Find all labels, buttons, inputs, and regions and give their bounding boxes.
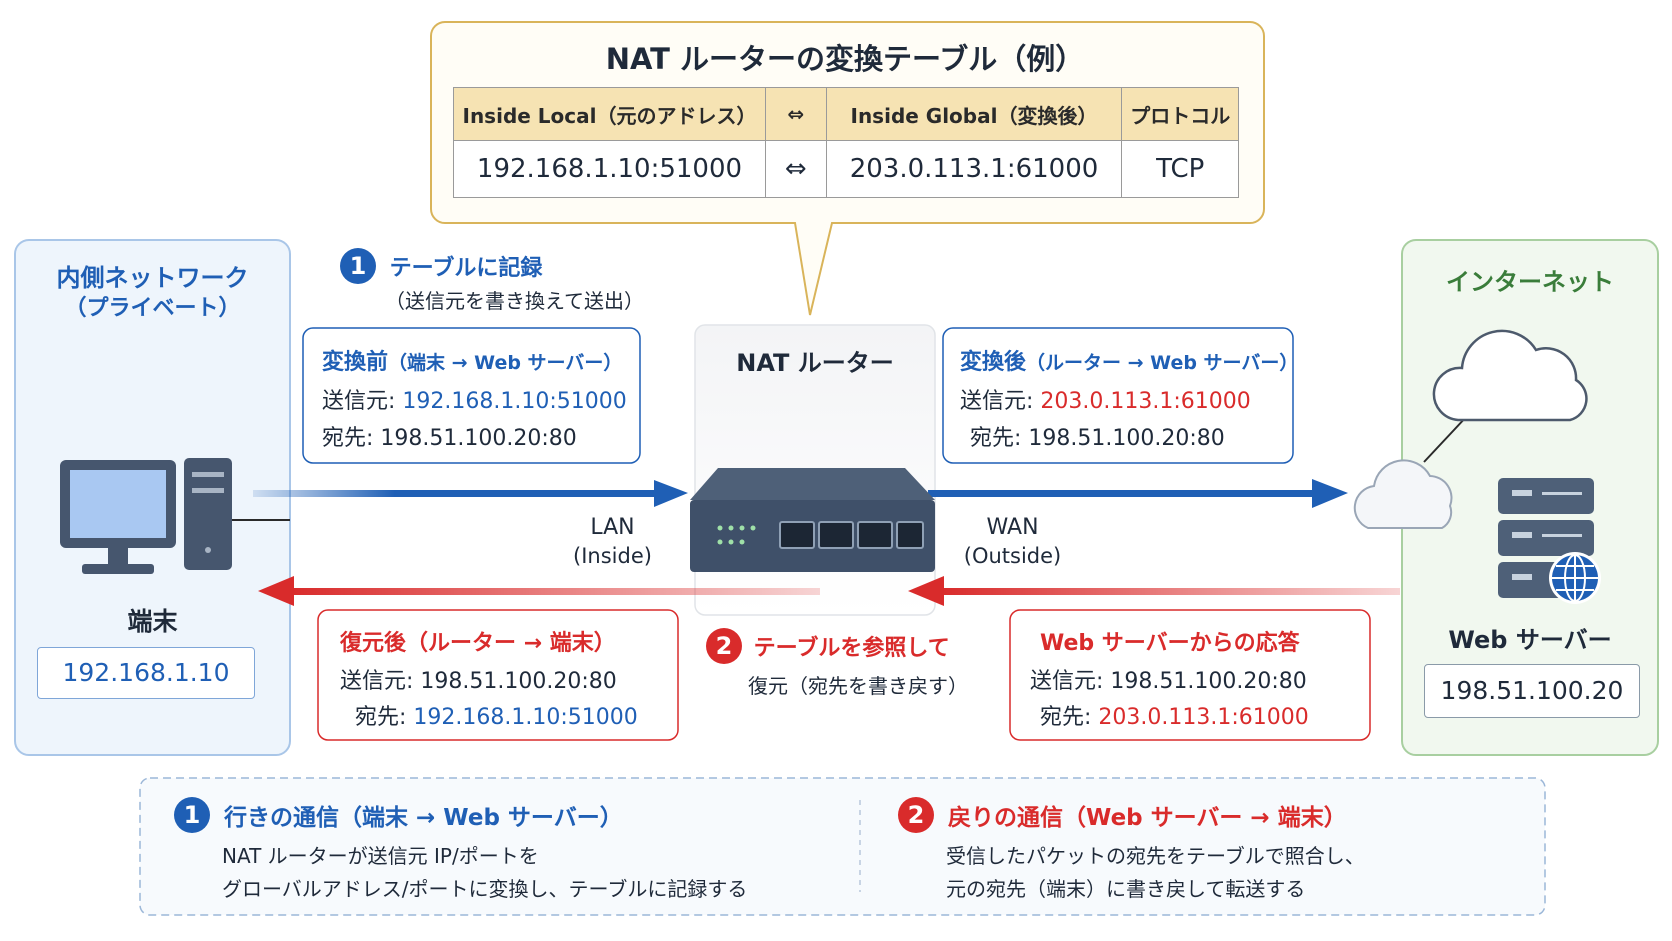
response-box-frame bbox=[1009, 609, 1371, 741]
legend-inbound-title: 戻りの通信（Web サーバー → 端末） bbox=[948, 805, 1347, 831]
step1-title: テーブルに記録 bbox=[389, 256, 543, 281]
legend-outbound-line1: NAT ルーターが送信元 IP/ポートを bbox=[222, 844, 539, 868]
lan-sublabel: (Inside) bbox=[573, 544, 652, 568]
before-dst-value: 198.51.100.20:80 bbox=[380, 426, 577, 451]
inbound-arrow-lan bbox=[258, 576, 820, 606]
before-title-main: 変換前 bbox=[322, 350, 389, 375]
response-dst-label: 宛先: bbox=[1040, 705, 1099, 730]
after-dst-value: 198.51.100.20:80 bbox=[1028, 426, 1225, 451]
response-dst-line: 宛先: 203.0.113.1:61000 bbox=[1040, 699, 1309, 731]
after-dst-line: 宛先: 198.51.100.20:80 bbox=[970, 420, 1225, 452]
before-box-frame bbox=[302, 327, 641, 464]
cell-inside-local: 192.168.1.10:51000 bbox=[453, 140, 766, 198]
nat-table-title: NAT ルーターの変換テーブル（例） bbox=[605, 42, 1085, 76]
before-title-sub: （端末 → Web サーバー） bbox=[388, 352, 623, 374]
computer-icon bbox=[60, 458, 290, 574]
legend-outbound-title: 行きの通信（端末 → Web サーバー） bbox=[224, 805, 623, 831]
legend-outbound-line2: グローバルアドレス/ポートに変換し、テーブルに記録する bbox=[222, 877, 748, 901]
private-network-title: 内側ネットワーク bbox=[56, 264, 249, 292]
before-src-label: 送信元: bbox=[322, 389, 403, 414]
nat-translation-table: Inside Local（元のアドレス） ⇔ Inside Global（変換後… bbox=[453, 87, 1239, 198]
wan-sublabel: (Outside) bbox=[963, 544, 1062, 568]
header-inside-local: Inside Local（元のアドレス） bbox=[453, 87, 766, 141]
table-header-row: Inside Local（元のアドレス） ⇔ Inside Global（変換後… bbox=[453, 87, 1239, 141]
step2-number-badge: 2 bbox=[706, 628, 742, 664]
internet-title: インターネット bbox=[1446, 268, 1614, 296]
private-network-subtitle: （プライベート） bbox=[64, 296, 241, 321]
restored-box-frame bbox=[317, 609, 679, 741]
response-dst-value: 203.0.113.1:61000 bbox=[1098, 705, 1309, 730]
after-box-title: 変換後（ルーター → Web サーバー） bbox=[960, 344, 1298, 376]
internet-cloud-icon bbox=[1432, 329, 1588, 422]
after-title-main: 変換後 bbox=[960, 350, 1027, 375]
after-box-frame bbox=[942, 327, 1294, 464]
before-dst-label: 宛先: bbox=[322, 426, 381, 451]
header-bidirectional-arrow: ⇔ bbox=[764, 87, 827, 141]
legend-outbound-heading: 1 行きの通信（端末 → Web サーバー） bbox=[174, 797, 623, 833]
restored-dst-value: 192.168.1.10:51000 bbox=[413, 705, 638, 730]
outbound-arrow-lan bbox=[253, 480, 688, 507]
step2-heading: 2 テーブルを参照して bbox=[706, 628, 950, 664]
before-src-value: 192.168.1.10:51000 bbox=[402, 389, 627, 414]
after-dst-label: 宛先: bbox=[970, 426, 1029, 451]
small-cloud-icon bbox=[1353, 459, 1453, 529]
legend-inbound-badge: 2 bbox=[898, 797, 934, 833]
restored-dst-label: 宛先: bbox=[355, 705, 414, 730]
outbound-arrow-wan bbox=[928, 479, 1348, 508]
legend-frame bbox=[139, 777, 1546, 916]
step2-title: テーブルを参照して bbox=[753, 636, 950, 661]
restored-dst-line: 宛先: 192.168.1.10:51000 bbox=[355, 699, 638, 731]
step1-number-badge: 1 bbox=[340, 248, 376, 284]
after-title-sub: （ルーター → Web サーバー） bbox=[1026, 352, 1299, 374]
header-inside-global: Inside Global（変換後） bbox=[825, 87, 1123, 141]
router-icon bbox=[690, 468, 935, 572]
response-box-title: Web サーバーからの応答 bbox=[1040, 631, 1300, 656]
device-label: 端末 bbox=[127, 607, 178, 636]
cell-protocol: TCP bbox=[1121, 140, 1239, 198]
server-label: Web サーバー bbox=[1448, 626, 1612, 654]
router-label: NAT ルーター bbox=[736, 349, 894, 377]
after-src-line: 送信元: 203.0.113.1:61000 bbox=[960, 383, 1251, 415]
after-src-value: 203.0.113.1:61000 bbox=[1040, 389, 1251, 414]
restored-box-title: 復元後（ルーター → 端末） bbox=[340, 631, 616, 656]
legend-inbound-line1: 受信したパケットの宛先をテーブルで照合し、 bbox=[946, 844, 1365, 868]
response-src-label: 送信元: bbox=[1030, 669, 1111, 694]
cell-bidirectional-arrow: ⇔ bbox=[764, 140, 827, 198]
restored-src-line: 送信元: 198.51.100.20:80 bbox=[340, 663, 617, 695]
before-dst-line: 宛先: 198.51.100.20:80 bbox=[322, 420, 577, 452]
restored-src-label: 送信元: bbox=[340, 669, 421, 694]
step1-subtitle: （送信元を書き換えて送出） bbox=[385, 289, 644, 313]
legend-outbound-badge: 1 bbox=[174, 797, 210, 833]
response-src-value: 198.51.100.20:80 bbox=[1110, 669, 1307, 694]
before-box-title: 変換前（端末 → Web サーバー） bbox=[322, 344, 622, 376]
server-icon bbox=[1498, 478, 1601, 604]
device-ip: 192.168.1.10 bbox=[37, 647, 255, 699]
cell-inside-global: 203.0.113.1:61000 bbox=[825, 140, 1123, 198]
header-protocol: プロトコル bbox=[1121, 87, 1239, 141]
legend-inbound-line2: 元の宛先（端末）に書き戻して転送する bbox=[946, 877, 1306, 901]
wan-label: WAN bbox=[986, 515, 1039, 540]
table-row: 192.168.1.10:51000 ⇔ 203.0.113.1:61000 T… bbox=[453, 140, 1239, 198]
restored-src-value: 198.51.100.20:80 bbox=[420, 669, 617, 694]
step1-heading: 1 テーブルに記録 bbox=[340, 248, 542, 284]
inbound-arrow-wan bbox=[908, 576, 1400, 606]
response-src-line: 送信元: 198.51.100.20:80 bbox=[1030, 663, 1307, 695]
lan-label: LAN bbox=[590, 515, 635, 540]
step2-subtitle: 復元（宛先を書き戻す） bbox=[748, 674, 968, 698]
after-src-label: 送信元: bbox=[960, 389, 1041, 414]
before-src-line: 送信元: 192.168.1.10:51000 bbox=[322, 383, 627, 415]
legend-inbound-heading: 2 戻りの通信（Web サーバー → 端末） bbox=[898, 797, 1347, 833]
server-ip: 198.51.100.20 bbox=[1424, 664, 1640, 718]
